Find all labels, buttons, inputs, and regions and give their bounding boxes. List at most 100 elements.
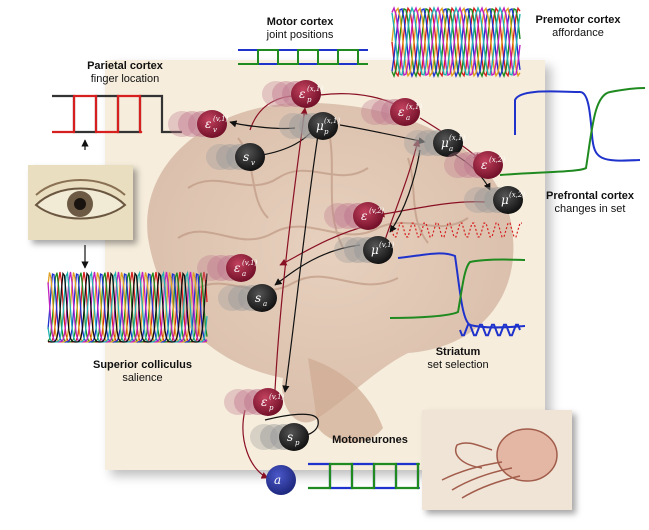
hand-image: [422, 410, 572, 510]
striatum-trace-blue: [397, 252, 526, 329]
node-ghost: [168, 111, 196, 137]
prefrontal-trace-blue: [514, 90, 641, 162]
node-subscript: a: [263, 300, 267, 308]
parietal-cortex-subtitle: finger location: [90, 73, 160, 85]
prefrontal-cortex-label: Prefrontal cortex changes in set: [535, 190, 645, 216]
striatum-title: Striatum: [435, 346, 481, 358]
moto-trace-green: [308, 462, 420, 490]
node-subscript: p: [295, 439, 300, 447]
node-ghost: [224, 389, 252, 415]
node-body: [433, 129, 463, 157]
node-body: [235, 143, 265, 171]
node-symbol: ε: [398, 105, 404, 119]
premotor-trace: [391, 6, 521, 78]
node-superscript: (v,1): [379, 241, 395, 249]
node-body: [226, 254, 256, 282]
node-subscript: a: [242, 270, 246, 278]
node-body: [353, 202, 383, 230]
edge-mu-p-to-eps-p-v: [282, 134, 319, 393]
superior-colliculus-subtitle: salience: [122, 372, 163, 384]
motor-trace-blue: [238, 49, 368, 66]
node-body: [291, 80, 321, 108]
traces: [47, 6, 646, 490]
node-ghost: [334, 237, 362, 263]
node-body: [493, 186, 523, 214]
node-ghost: [218, 285, 246, 311]
node-body: [390, 98, 420, 126]
node-body: [197, 110, 227, 138]
striatum-trace-blue-osc: [459, 323, 521, 337]
prefrontal-trace-green: [499, 87, 646, 176]
node-superscript: (x,1): [449, 134, 465, 142]
node-symbol: ε: [481, 158, 487, 172]
node-symbol: a: [274, 473, 281, 487]
node-body: [279, 423, 309, 451]
node-action: a: [266, 465, 296, 495]
node-symbol: s: [255, 291, 261, 305]
node-superscript: (x,2): [509, 191, 525, 199]
node-symbol: ε: [299, 87, 305, 101]
node-superscript: (x,1): [307, 85, 323, 93]
parietal-cortex-label: Parietal cortex finger location: [75, 60, 175, 86]
edge-mu-p-to-eps-v1: [229, 120, 296, 130]
node-body: [308, 112, 338, 140]
node-ghost: [206, 144, 234, 170]
edge-mu-v-to-eps-a: [384, 139, 421, 241]
hand-icon: [441, 428, 558, 499]
superior-colliculus-label: Superior colliculus salience: [80, 359, 205, 385]
node-symbol: μ: [501, 193, 509, 207]
node-ghost: [279, 113, 307, 139]
node-subscript: v: [213, 126, 217, 134]
node-mu-x2: μ(x,2): [464, 186, 525, 214]
colliculus-trace: [47, 271, 208, 343]
colliculus-trace: [47, 272, 208, 343]
motoneurones-label: Motoneurones: [320, 434, 420, 447]
node-ghost: [324, 203, 352, 229]
premotor-cortex-title: Premotor cortex: [535, 14, 621, 26]
premotor-trace: [391, 6, 521, 77]
prefrontal-cortex-title: Prefrontal cortex: [545, 190, 635, 202]
node-ghost: [250, 424, 278, 450]
node-subscript: p: [324, 128, 329, 136]
node-ghost: [361, 99, 389, 125]
eye-image: [28, 165, 133, 240]
node-symbol: μ: [371, 243, 379, 257]
node-ghost: [404, 130, 432, 156]
node-symbol: ε: [361, 209, 367, 223]
node-ghost: [262, 81, 290, 107]
motor-trace-green: [237, 49, 368, 66]
node-symbol: μ: [316, 119, 324, 133]
node-symbol: ε: [234, 261, 240, 275]
node-subscript: p: [307, 96, 312, 104]
parietal-trace-red: [52, 94, 143, 134]
node-ghost: [444, 152, 472, 178]
striatum-label: Striatum set selection: [418, 346, 498, 372]
premotor-cortex-label: Premotor cortex affordance: [528, 14, 628, 40]
node-superscript: (v,1): [242, 259, 258, 267]
moto-trace-blue: [307, 462, 420, 490]
node-subscript: a: [449, 145, 453, 153]
node-superscript: (x,1): [324, 117, 340, 125]
prefrontal-cortex-subtitle: changes in set: [554, 203, 626, 215]
node-subscript: a: [406, 114, 410, 122]
node-body: [253, 388, 283, 416]
edge-eps-p-v-to-action: [242, 409, 269, 479]
node-symbol: ε: [261, 395, 267, 409]
node-symbol: s: [243, 150, 249, 164]
node-subscript: p: [269, 404, 274, 412]
edge-mu-a-to-mu-v: [389, 149, 421, 233]
node-superscript: (v,1): [213, 115, 229, 123]
node-superscript: (v,1): [269, 393, 285, 401]
colliculus-trace: [47, 270, 208, 343]
